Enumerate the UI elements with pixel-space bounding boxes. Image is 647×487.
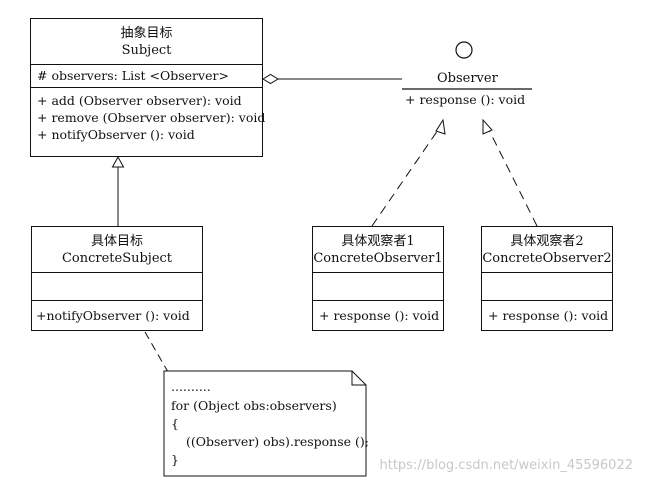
concrete-observer-2-operation: + response (): void (488, 308, 609, 323)
watermark-text: https://blog.csdn.net/weixin_45596022 (379, 458, 633, 473)
note-line: } (171, 452, 179, 467)
subject-name-cn: 抽象目标 (120, 25, 173, 41)
note-line: .......... (171, 379, 211, 394)
observer-interface-name: Observer (437, 71, 498, 86)
note-line: for (Object obs:observers) (171, 398, 337, 413)
subject-attributes: # observers: List <Observer> (31, 65, 262, 88)
subject-name-en: Subject (121, 42, 172, 58)
note-anchor-line (144, 331, 169, 373)
subject-operations: + add (Observer observer): void + remove… (31, 88, 266, 145)
concrete-observer-2-name-compartment: 具体观察者2 ConcreteObserver2 (482, 227, 612, 273)
concrete-observer-1-class: 具体观察者1 ConcreteObserver1 + response (): … (312, 226, 444, 331)
concrete-subject-name-en: ConcreteSubject (61, 250, 173, 266)
concrete-subject-name-cn: 具体目标 (90, 233, 143, 249)
concrete-observer-1-name-compartment: 具体观察者1 ConcreteObserver1 (313, 227, 443, 273)
concrete-observer-2-name-en: ConcreteObserver2 (482, 250, 612, 266)
subject-operation: + remove (Observer observer): void (37, 110, 266, 125)
concrete-subject-attributes (32, 273, 202, 301)
aggregation-diamond (262, 73, 279, 85)
note-fold (351, 371, 366, 386)
concrete-observer-1-operations: + response (): void (313, 301, 443, 326)
subject-attribute: # observers: List <Observer> (37, 68, 229, 83)
realization-line-2 (488, 129, 538, 227)
concrete-observer-2-attributes (482, 273, 612, 301)
subject-operation: + add (Observer observer): void (37, 93, 242, 108)
realization-arrow-2 (482, 118, 493, 135)
generalization-arrow (111, 155, 125, 168)
concrete-subject-operations: +notifyObserver (): void (32, 301, 202, 326)
concrete-observer-2-operations: + response (): void (482, 301, 612, 326)
concrete-subject-operation: +notifyObserver (): void (36, 308, 190, 323)
interface-circle-icon (455, 41, 473, 59)
observer-interface-operation: + response (): void (405, 92, 526, 107)
note-line: ((Observer) obs).response (); (186, 434, 369, 449)
concrete-subject-class: 具体目标 ConcreteSubject +notifyObserver ():… (31, 226, 203, 331)
concrete-observer-2-class: 具体观察者2 ConcreteObserver2 + response (): … (481, 226, 613, 331)
concrete-observer-1-name-cn: 具体观察者1 (341, 233, 415, 249)
concrete-observer-1-operation: + response (): void (319, 308, 440, 323)
concrete-observer-2-name-cn: 具体观察者2 (510, 233, 584, 249)
concrete-subject-name-compartment: 具体目标 ConcreteSubject (32, 227, 202, 273)
realization-arrow-1 (435, 118, 446, 135)
subject-name-compartment: 抽象目标 Subject (31, 19, 262, 65)
subject-class: 抽象目标 Subject # observers: List <Observer… (30, 18, 266, 157)
concrete-observer-1-name-en: ConcreteObserver1 (313, 250, 443, 266)
subject-operation: + notifyObserver (): void (37, 127, 195, 142)
note-box (163, 370, 367, 477)
concrete-observer-1-attributes (313, 273, 443, 301)
note-line: { (171, 416, 179, 431)
realization-line-1 (371, 129, 439, 227)
